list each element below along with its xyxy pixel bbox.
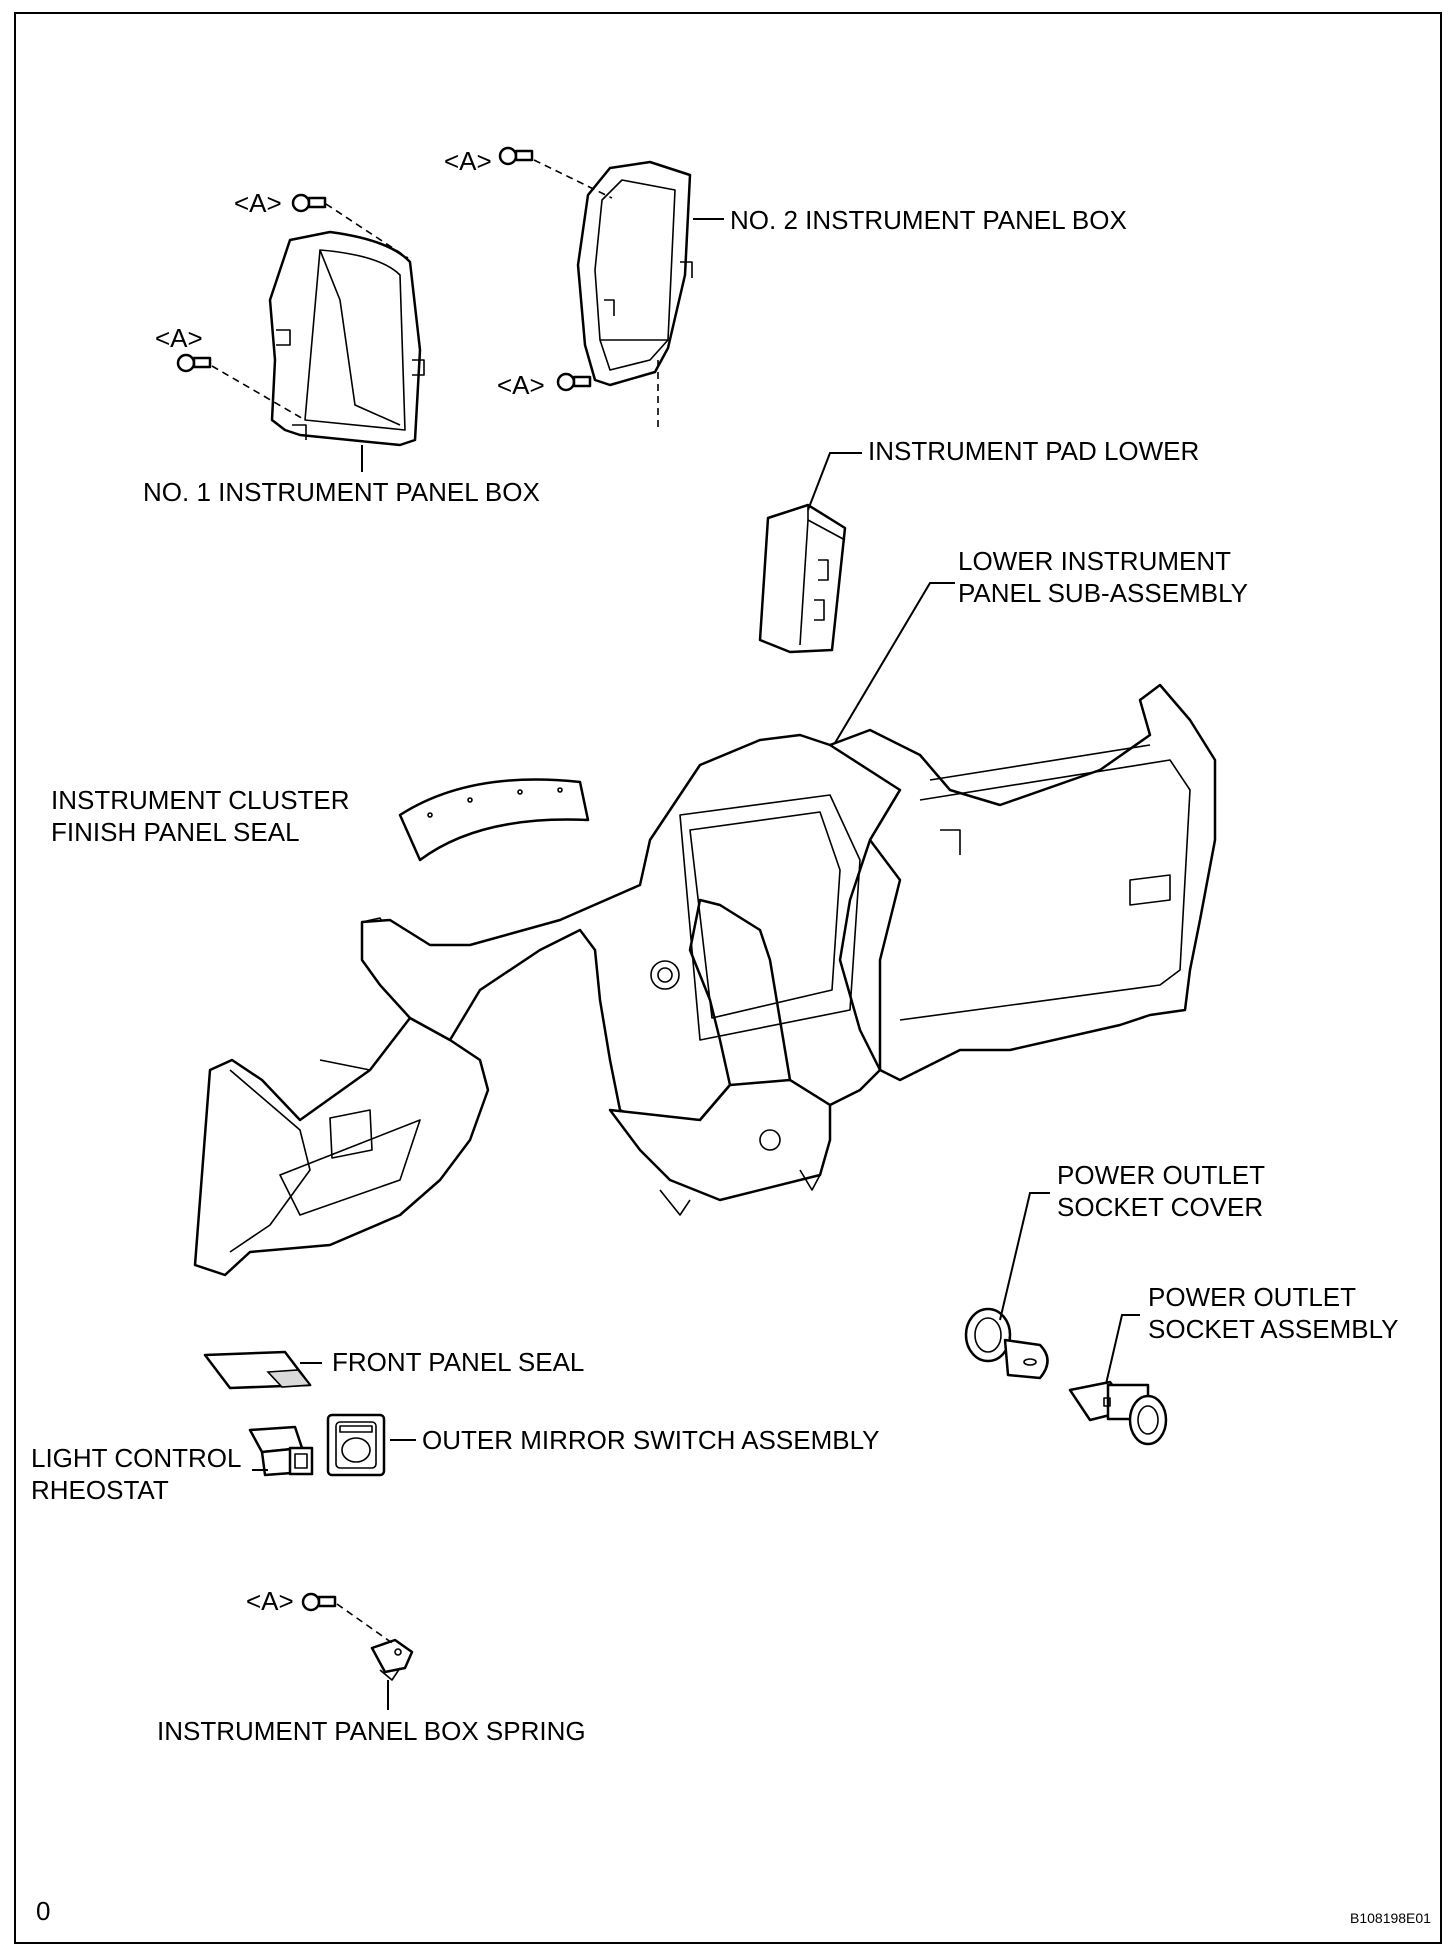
instrument-pad-lower — [758, 503, 847, 654]
label-cluster-seal-line1: INSTRUMENT CLUSTER — [51, 785, 350, 815]
label-socket-cover-line1: POWER OUTLET — [1057, 1160, 1265, 1190]
label-socket-cover-line2: SOCKET COVER — [1057, 1192, 1263, 1222]
front-panel-seal — [203, 1350, 312, 1390]
label-screw-a: <A> — [246, 1586, 294, 1616]
label-screw-a: <A> — [444, 146, 492, 176]
power-outlet-socket-assembly — [1068, 1380, 1168, 1446]
outer-mirror-switch-assembly — [326, 1413, 386, 1477]
screw-a-icon — [556, 372, 592, 392]
label-outer-mirror-switch: OUTER MIRROR SWITCH ASSEMBLY — [422, 1425, 879, 1455]
label-screw-a: <A> — [497, 370, 545, 400]
screw-a-icon — [301, 1592, 337, 1612]
light-control-rheostat — [248, 1425, 314, 1477]
corner-mark-left: 0 — [36, 1896, 51, 1926]
label-instrument-pad-lower: INSTRUMENT PAD LOWER — [868, 436, 1199, 466]
diagram-border — [14, 12, 1442, 1944]
screw-a-icon — [498, 146, 534, 166]
screw-a-icon — [176, 353, 212, 373]
label-rheostat-line1: LIGHT CONTROL — [31, 1443, 241, 1473]
label-no1-instrument-panel-box: NO. 1 INSTRUMENT PANEL BOX — [143, 477, 540, 507]
label-socket-assembly-line2: SOCKET ASSEMBLY — [1148, 1314, 1398, 1344]
lower-instrument-panel-sub-assembly — [193, 683, 1217, 1277]
no1-instrument-panel-box — [268, 230, 425, 447]
label-screw-a: <A> — [155, 323, 203, 353]
label-screw-a: <A> — [234, 188, 282, 218]
figure-code: B108198E01 — [1350, 1910, 1431, 1926]
instrument-cluster-finish-panel-seal — [398, 778, 590, 862]
instrument-panel-box-spring — [370, 1638, 414, 1681]
label-lower-instrument-panel-line2: PANEL SUB-ASSEMBLY — [958, 578, 1248, 608]
screw-a-icon — [291, 193, 327, 213]
label-no2-instrument-panel-box: NO. 2 INSTRUMENT PANEL BOX — [730, 205, 1127, 235]
label-front-panel-seal: FRONT PANEL SEAL — [332, 1347, 584, 1377]
label-rheostat-line2: RHEOSTAT — [31, 1475, 169, 1505]
power-outlet-socket-cover — [964, 1307, 1049, 1380]
label-instrument-panel-box-spring: INSTRUMENT PANEL BOX SPRING — [157, 1716, 586, 1746]
label-cluster-seal-line2: FINISH PANEL SEAL — [51, 817, 300, 847]
label-socket-assembly-line1: POWER OUTLET — [1148, 1282, 1356, 1312]
no2-instrument-panel-box — [576, 160, 693, 387]
label-lower-instrument-panel-line1: LOWER INSTRUMENT — [958, 546, 1231, 576]
